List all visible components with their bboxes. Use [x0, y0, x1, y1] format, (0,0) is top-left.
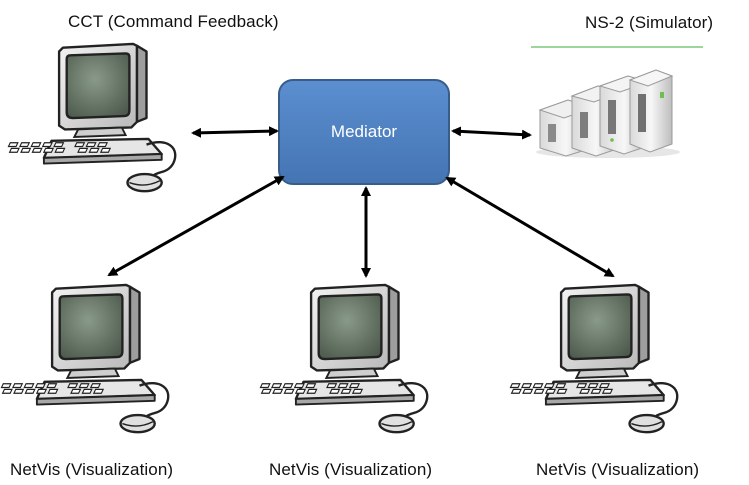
netvis-center-label: NetVis (Visualization) [269, 460, 433, 479]
arrow-mediator-ns2 [451, 126, 532, 140]
ns2-label: NS-2 (Simulator) [585, 13, 714, 32]
netvis-computer-center [259, 283, 429, 434]
connections [107, 126, 615, 278]
netvis-computer-left [0, 283, 170, 434]
ns2-server-icon [536, 69, 680, 158]
cct-label: CCT (Command Feedback) [68, 12, 279, 31]
arrow-cct-mediator [191, 126, 279, 138]
mediator-box [278, 79, 450, 185]
arrow-mediator-netvis-left [107, 175, 285, 277]
netvis-computer-right [509, 283, 679, 434]
netvis-left-label: NetVis (Visualization) [10, 460, 174, 479]
netvis-right-label: NetVis (Visualization) [536, 460, 700, 479]
mediator-node: Mediator [278, 79, 450, 185]
mediator-label: Mediator [331, 122, 397, 141]
arrow-mediator-netvis-right [445, 176, 615, 278]
cct-computer [7, 42, 177, 193]
